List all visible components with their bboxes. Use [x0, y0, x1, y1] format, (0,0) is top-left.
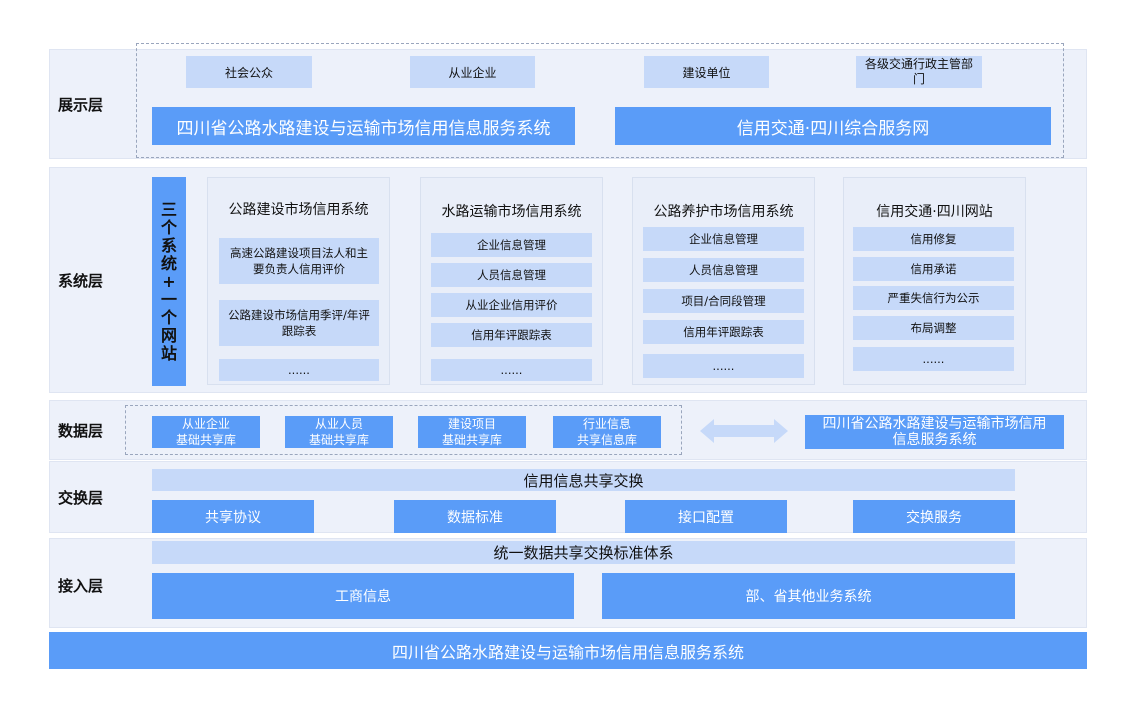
- card-item: ......: [219, 359, 379, 381]
- system-layer-label: 系统层: [58, 271, 104, 290]
- exchange-item-standard: 数据标准: [394, 500, 556, 533]
- card-item: 信用修复: [853, 227, 1014, 251]
- data-system-box: 四川省公路水路建设与运输市场信用 信息服务系统: [805, 415, 1064, 449]
- card-title: 水路运输市场信用系统: [441, 204, 582, 220]
- card-item: 公路建设市场信用季评/年评跟踪表: [219, 300, 379, 346]
- access-layer-label: 接入层: [58, 576, 104, 595]
- card-item: 企业信息管理: [643, 227, 804, 251]
- display-dashed-group: [136, 43, 1064, 158]
- db-line: 基础共享库: [308, 433, 369, 447]
- vchar: 统: [160, 253, 177, 273]
- exchange-title-bar: 信用信息共享交换: [152, 469, 1015, 491]
- vchar: 三: [160, 199, 177, 219]
- exchange-item-interface: 接口配置: [625, 500, 787, 533]
- vchar: 个: [160, 307, 177, 327]
- user-box-construction: 建设单位: [644, 56, 769, 88]
- card-item: 严重失信行为公示: [853, 286, 1014, 310]
- db-line: 基础共享库: [441, 433, 502, 447]
- card-title: 公路养护市场信用系统: [653, 204, 794, 220]
- vchar: 个: [160, 217, 177, 237]
- vchar: 一: [160, 289, 177, 309]
- access-title-bar: 统一数据共享交换标准体系: [152, 541, 1015, 564]
- exchange-item-service: 交换服务: [853, 500, 1015, 533]
- display-system-main: 四川省公路水路建设与运输市场信用信息服务系统: [152, 107, 575, 145]
- card-item: 项目/合同段管理: [643, 289, 804, 313]
- db-enterprise: 从业企业 基础共享库: [152, 416, 260, 448]
- db-line: 从业人员: [314, 417, 363, 431]
- footer-system-bar: 四川省公路水路建设与运输市场信用信息服务系统: [49, 632, 1087, 669]
- db-line: 四川省公路水路建设与运输市场信用: [822, 416, 1047, 432]
- card-title: 公路建设市场信用系统: [228, 202, 369, 218]
- vchar: +: [162, 271, 176, 291]
- vchar: 系: [160, 235, 177, 255]
- user-box-public: 社会公众: [186, 56, 312, 88]
- access-item-other-systems: 部、省其他业务系统: [602, 573, 1015, 619]
- access-item-business: 工商信息: [152, 573, 574, 619]
- vchar: 网: [160, 325, 177, 345]
- card-item: 布局调整: [853, 316, 1014, 340]
- system-vertical-label: 三 个 系 统 + 一 个 网 站: [152, 177, 186, 386]
- db-line: 从业企业: [181, 417, 230, 431]
- user-box-enterprise: 从业企业: [410, 56, 535, 88]
- card-item: 人员信息管理: [431, 263, 592, 287]
- display-system-portal: 信用交通·四川综合服务网: [615, 107, 1051, 145]
- double-arrow-icon: [700, 419, 788, 443]
- display-layer-label: 展示层: [58, 95, 104, 114]
- card-item: ......: [643, 354, 804, 378]
- db-line: 共享信息库: [576, 433, 637, 447]
- vchar: 站: [160, 343, 177, 363]
- data-layer-label: 数据层: [58, 421, 104, 440]
- exchange-item-protocol: 共享协议: [152, 500, 314, 533]
- db-personnel: 从业人员 基础共享库: [285, 416, 393, 448]
- card-item: 人员信息管理: [643, 258, 804, 282]
- user-box-authorities: 各级交通行政主管部门: [856, 56, 982, 88]
- card-item: 从业企业信用评价: [431, 293, 592, 317]
- card-item: ......: [853, 347, 1014, 371]
- card-item: 高速公路建设项目法人和主要负责人信用评价: [219, 238, 379, 284]
- card-item: 信用年评跟踪表: [431, 323, 592, 347]
- card-item: 企业信息管理: [431, 233, 592, 257]
- exchange-layer-label: 交换层: [58, 488, 104, 507]
- db-projects: 建设项目 基础共享库: [418, 416, 526, 448]
- card-title: 信用交通·四川网站: [876, 204, 993, 220]
- db-industry: 行业信息 共享信息库: [553, 416, 661, 448]
- card-item: 信用承诺: [853, 257, 1014, 281]
- card-item: ......: [431, 359, 592, 381]
- card-item: 信用年评跟踪表: [643, 320, 804, 344]
- db-line: 基础共享库: [175, 433, 236, 447]
- db-line: 行业信息: [582, 417, 631, 431]
- data-dashed-group: [125, 405, 682, 455]
- db-line: 信息服务系统: [892, 432, 977, 448]
- db-line: 建设项目: [447, 417, 496, 431]
